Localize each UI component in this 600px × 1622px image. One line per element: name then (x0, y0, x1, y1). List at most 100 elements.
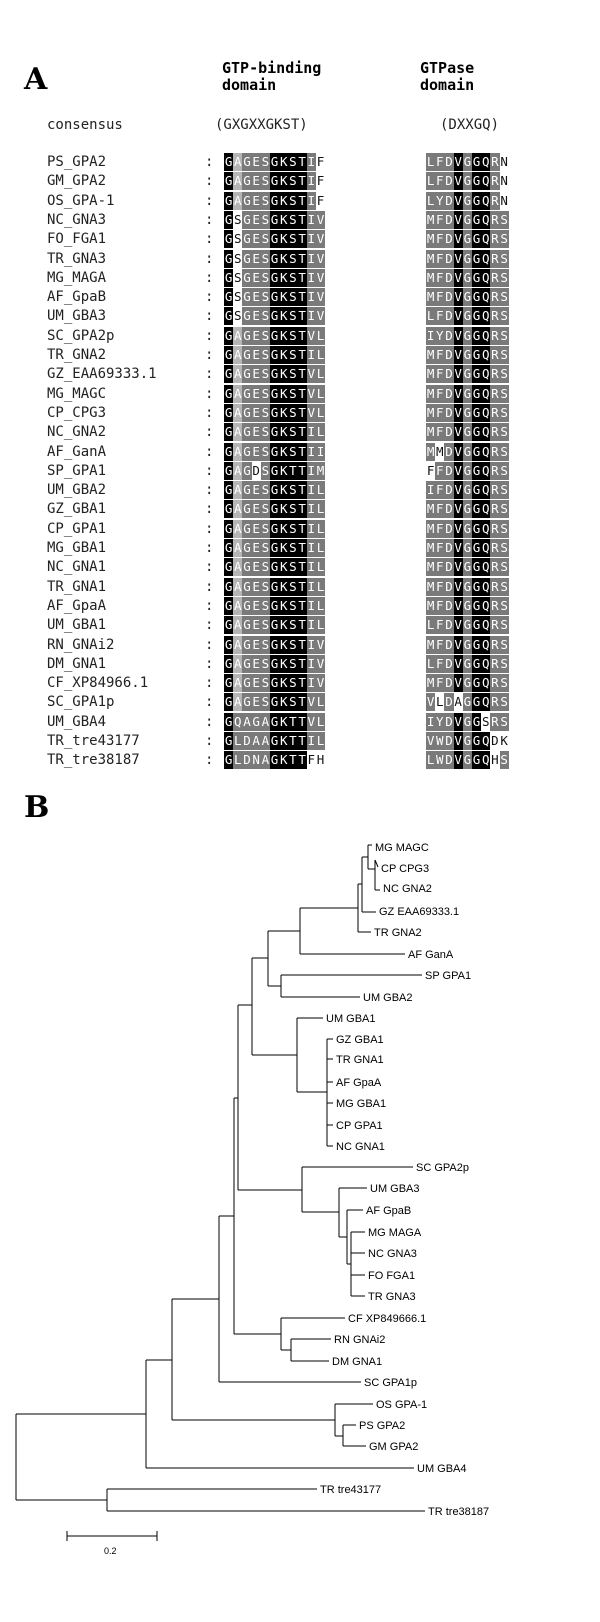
residue: V (453, 384, 463, 403)
residue: M (426, 519, 436, 538)
sequence-name: TR_tre38187 (47, 752, 140, 769)
residue: S (499, 461, 509, 480)
tree-leaf-label: SC GPA2p (416, 1162, 469, 1174)
residue: G (471, 307, 482, 326)
sequence-name: NC_GNA3 (47, 211, 107, 228)
residue: G (462, 732, 472, 750)
residue: A (233, 577, 243, 596)
residue: A (233, 384, 243, 403)
residue: E (251, 423, 261, 442)
residue: R (490, 693, 500, 712)
separator-colon: : (205, 752, 214, 769)
residue: I (306, 519, 316, 538)
residue: M (426, 558, 436, 577)
residue: G (269, 481, 280, 500)
residue: K (279, 326, 289, 345)
residue: G (242, 249, 252, 268)
residue: L (426, 751, 436, 770)
residue: G (224, 577, 234, 596)
residue: V (426, 693, 436, 712)
residue: D (444, 230, 454, 249)
residue: R (490, 172, 500, 191)
residue: K (279, 577, 289, 596)
residue: E (251, 596, 261, 615)
residue: D (444, 732, 454, 750)
residue: V (453, 230, 463, 249)
residue: G (242, 346, 252, 364)
residue: Q (481, 326, 491, 345)
residue: V (453, 674, 463, 693)
residue: G (269, 751, 280, 770)
residue: D (444, 596, 454, 615)
tree-leaf-label: RN GNAi2 (334, 1334, 385, 1346)
separator-colon: : (205, 424, 214, 441)
residue: G (224, 481, 234, 500)
residue: E (251, 326, 261, 345)
residue: S (288, 172, 298, 191)
residue: I (306, 210, 316, 229)
residue: S (260, 423, 270, 442)
residue: A (233, 558, 243, 577)
residue: Q (481, 751, 491, 770)
residue: T (297, 654, 307, 673)
residue: T (297, 268, 307, 287)
tree-leaf-label: TR tre43177 (320, 1484, 381, 1496)
sequence-name: UM_GBA2 (47, 482, 107, 499)
residue: D (444, 268, 454, 287)
residue: D (444, 288, 454, 307)
residue: S (288, 596, 298, 615)
residue: Q (481, 539, 491, 557)
residue: G (242, 519, 252, 538)
residue: S (288, 423, 298, 442)
residue: G (242, 539, 252, 557)
residue: R (490, 654, 500, 673)
residue: E (251, 403, 261, 422)
residue: S (288, 635, 298, 654)
residue: G (224, 635, 234, 654)
residue: T (297, 423, 307, 442)
residue: V (453, 326, 463, 345)
residue: G (224, 654, 234, 673)
residue: R (490, 384, 500, 403)
residue: I (306, 307, 316, 326)
separator-colon: : (205, 211, 214, 228)
residue: Q (481, 519, 491, 538)
residue: I (306, 654, 316, 673)
residue: L (315, 539, 326, 557)
residue: S (288, 442, 298, 461)
residue: G (242, 461, 252, 480)
residue: F (435, 210, 445, 229)
residue: L (315, 500, 326, 519)
residue: A (233, 596, 243, 615)
residue: K (279, 346, 289, 364)
residue: S (499, 346, 509, 364)
residue: R (490, 365, 500, 384)
residue: G (471, 596, 482, 615)
residue: S (233, 210, 243, 229)
residue: K (279, 712, 289, 731)
residue: I (306, 481, 316, 500)
residue: L (426, 616, 436, 635)
tree-leaf-label: TR GNA1 (336, 1054, 384, 1066)
gtpase-domain-header: GTPase domain (420, 59, 475, 94)
residue: S (499, 558, 509, 577)
residue: W (435, 751, 445, 770)
residue: F (435, 288, 445, 307)
residue: D (251, 461, 261, 480)
residue: S (260, 481, 270, 500)
residue: D (444, 249, 454, 268)
residue: T (297, 346, 307, 364)
residue: E (251, 365, 261, 384)
residue: G (269, 732, 280, 750)
residue: A (260, 751, 270, 770)
tree-leaf-label: CF XP849666.1 (348, 1313, 426, 1325)
separator-colon: : (205, 713, 214, 730)
